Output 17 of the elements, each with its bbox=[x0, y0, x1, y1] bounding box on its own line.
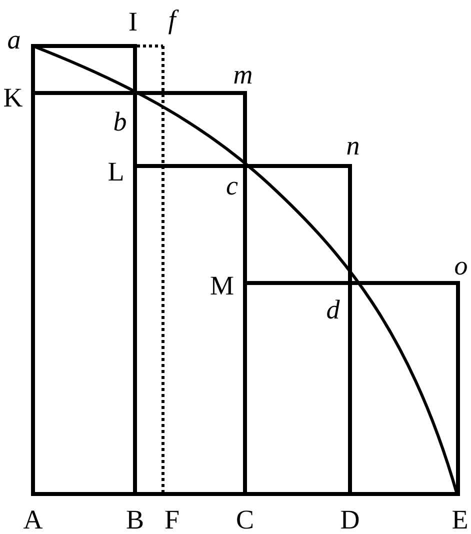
point-label: B bbox=[126, 506, 144, 534]
point-label: a bbox=[7, 26, 21, 54]
point-label: o bbox=[454, 252, 468, 280]
point-label: d bbox=[326, 296, 340, 324]
point-label: F bbox=[164, 506, 180, 534]
point-label: C bbox=[236, 506, 254, 534]
point-label: n bbox=[346, 132, 360, 160]
point-label: K bbox=[3, 84, 23, 112]
point-label: L bbox=[108, 158, 124, 186]
point-label: m bbox=[233, 62, 253, 88]
point-label: D bbox=[340, 506, 360, 534]
point-label: b bbox=[113, 108, 127, 136]
point-label: I bbox=[128, 8, 138, 36]
point-label: E bbox=[452, 506, 468, 534]
point-label: c bbox=[226, 172, 238, 200]
point-label: A bbox=[23, 506, 43, 534]
point-label: M bbox=[210, 272, 234, 300]
